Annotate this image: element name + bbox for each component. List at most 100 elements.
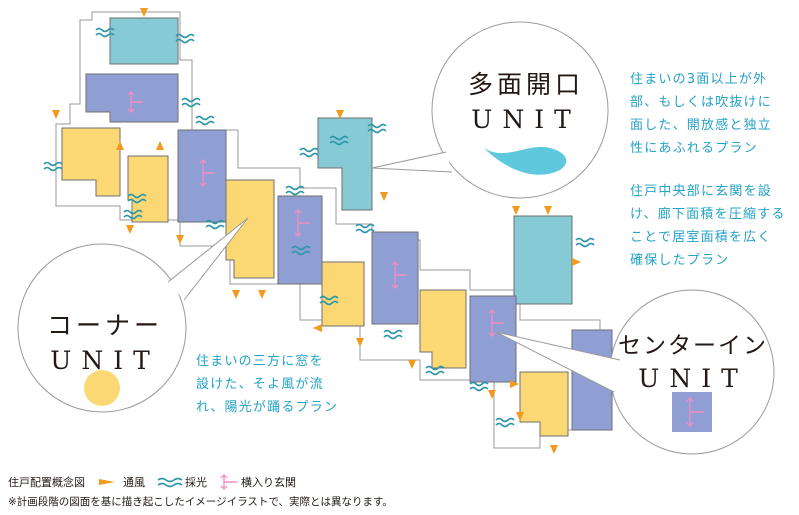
multi-unit-title-ja: 多面開口 xyxy=(467,70,584,99)
light-wave-icon xyxy=(367,123,387,129)
light-wave-icon xyxy=(495,417,515,423)
description-line: け、廊下面積を圧縮する xyxy=(630,207,786,222)
multi-unit-title: 多面開口 UNIT xyxy=(462,65,590,134)
side-entrance-icon xyxy=(686,397,704,427)
center-unit-title-ja: センターイン xyxy=(618,333,768,359)
legend-light-label: 採光 xyxy=(185,476,207,489)
center-unit-callout-pointer-line xyxy=(495,331,621,393)
light-wave-icon xyxy=(355,228,375,234)
center-unit-top xyxy=(85,73,179,123)
description-line: ことで居室面積を広く xyxy=(630,230,772,245)
description-line: 部、もしくは吹抜けに xyxy=(630,95,773,110)
light-wave-icon xyxy=(495,422,515,428)
light-wave-icon xyxy=(299,147,319,153)
light-wave-icon xyxy=(205,224,225,230)
side-entrance-icon xyxy=(488,309,504,337)
wind-arrow-icon xyxy=(408,360,416,369)
light-wave-icon xyxy=(175,38,195,44)
multi-unit-callout-pointer xyxy=(372,152,452,172)
wind-arrow-icon xyxy=(116,141,124,150)
light-wave-icon xyxy=(469,381,489,387)
light-wave-icon xyxy=(355,223,375,229)
wind-arrow-icon xyxy=(544,206,552,215)
corner-unit-title-ja: コーナー xyxy=(46,311,163,340)
wind-arrow-icon xyxy=(356,338,364,347)
corner-unit-callout-pointer-line xyxy=(167,217,249,301)
light-wave-icon xyxy=(299,152,319,158)
light-wave-icon xyxy=(425,365,445,371)
multi-unit-callout-pointer-line xyxy=(371,151,453,173)
corner-unit-3 xyxy=(225,179,275,279)
side-entrance-icon xyxy=(127,91,143,113)
light-wave-icon xyxy=(43,166,63,172)
side-entrance-icon xyxy=(220,474,237,490)
light-wave-icon xyxy=(319,300,339,306)
light-wave-icon xyxy=(291,245,311,251)
description-line: 性にあふれるプラン xyxy=(630,141,758,156)
light-wave-icon xyxy=(469,386,489,392)
light-wave-icon xyxy=(175,33,195,39)
light-wave-icon xyxy=(195,115,215,121)
light-wave-icon xyxy=(123,214,143,220)
legend: 住戸配置概念図 通風 採光 横入り玄関 xyxy=(8,473,296,491)
multi-unit-title-en: UNIT xyxy=(471,105,581,134)
wind-arrow-icon xyxy=(313,324,322,332)
wind-arrow-icon xyxy=(156,141,164,150)
wind-arrow-icon xyxy=(52,110,60,119)
multi-unit-description: 住まいの3面以上が外 部、もしくは吹抜けに 面した、開放感と独立 性にあふれるプ… xyxy=(630,68,772,160)
disclaimer-note: ※計画段階の図面を基に描き起こしたイメージイラストで、実際とは異なります。 xyxy=(8,496,393,508)
center-unit-2 xyxy=(277,195,323,285)
description-line: 確保したプラン xyxy=(630,253,730,268)
corner-unit-4 xyxy=(321,261,365,327)
corner-unit-5 xyxy=(419,289,467,369)
wind-arrow-icon xyxy=(140,8,148,17)
light-wave-icon xyxy=(575,242,595,248)
light-wave-icon xyxy=(181,102,201,108)
building-outline xyxy=(55,11,601,449)
light-wave-icon xyxy=(575,237,595,243)
wind-arrow-icon xyxy=(380,192,388,201)
wind-arrow-icon xyxy=(510,380,519,388)
description-line: 住まいの3面以上が外 xyxy=(630,72,768,87)
light-wave-icon xyxy=(43,161,63,167)
wind-arrow-icon xyxy=(126,225,134,234)
description-line: 住戸中央部に玄関を設 xyxy=(630,184,773,199)
wind-arrow-icon xyxy=(258,290,266,299)
center-unit-title-en: UNIT xyxy=(638,364,748,393)
corner-unit-2 xyxy=(127,155,169,223)
wind-arrow-icon xyxy=(550,445,558,454)
light-wave-icon xyxy=(285,190,305,196)
center-unit-callout-pointer xyxy=(496,332,620,392)
side-entrance-icon xyxy=(199,159,215,187)
wind-arrow-icon xyxy=(488,390,496,399)
wind-arrow-icon xyxy=(99,479,115,485)
wind-arrow-icon xyxy=(572,258,581,266)
side-entrance-icon xyxy=(294,209,310,237)
light-wave-icon xyxy=(329,140,349,146)
wind-arrow-icon xyxy=(516,412,524,421)
light-wave-icon xyxy=(95,32,115,38)
legend-entrance-label: 横入り玄関 xyxy=(241,476,296,489)
corner-unit-1 xyxy=(61,127,121,197)
light-wave-icon xyxy=(285,185,305,191)
wind-arrow-icon xyxy=(176,235,184,244)
description-line: れ、陽光が踊るプラン xyxy=(196,400,339,415)
light-wave-icon xyxy=(383,329,403,335)
corner-unit-callout-circle xyxy=(17,243,187,413)
light-wave-icon xyxy=(127,193,147,199)
corner-unit-title: コーナー UNIT xyxy=(36,306,174,375)
light-wave-icon xyxy=(127,198,147,204)
wind-arrow-icon xyxy=(512,206,520,215)
light-wave-icon xyxy=(195,120,215,126)
center-unit-1 xyxy=(177,129,227,223)
light-wave-icon xyxy=(205,219,225,225)
wave-icon xyxy=(484,146,567,175)
light-wave-icon xyxy=(319,295,339,301)
corner-unit-description: 住まいの三方に窓を 設けた、そよ風が流 れ、陽光が踊るプラン xyxy=(196,350,338,419)
light-wave-icon xyxy=(291,250,311,256)
corner-unit-callout-pointer xyxy=(168,218,248,300)
light-wave-icon xyxy=(383,334,403,340)
light-wave-icon xyxy=(157,477,183,488)
